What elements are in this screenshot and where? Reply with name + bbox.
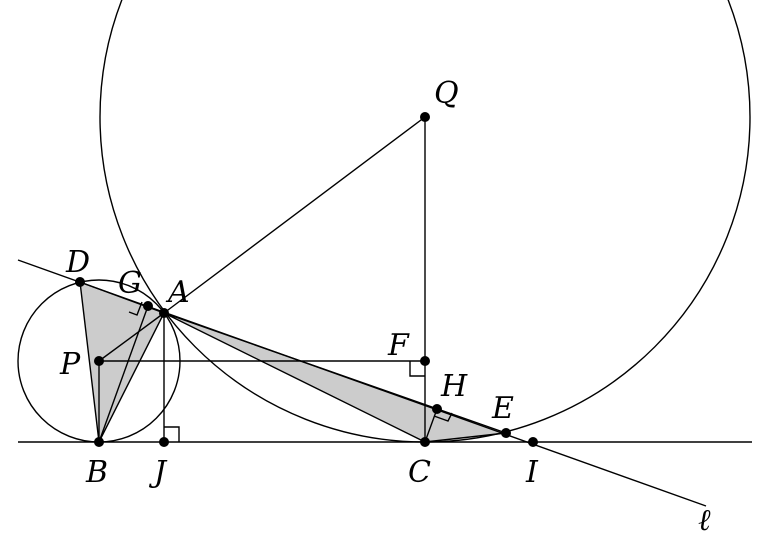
point-C bbox=[420, 437, 430, 447]
point-G bbox=[143, 301, 153, 311]
label-C: C bbox=[408, 455, 431, 490]
label-F: F bbox=[387, 328, 410, 363]
label-J: J bbox=[148, 455, 168, 490]
segment-PA bbox=[98, 312, 165, 362]
point-H bbox=[432, 404, 442, 414]
right-angle-mark-F bbox=[409, 361, 425, 377]
point-J bbox=[159, 437, 169, 447]
point-Q bbox=[420, 112, 430, 122]
label-line-l: ℓ bbox=[698, 503, 711, 538]
segment-BG bbox=[98, 305, 149, 443]
point-I bbox=[528, 437, 538, 447]
segment-AQ bbox=[163, 116, 426, 314]
line-l bbox=[17, 259, 707, 507]
label-A: A bbox=[165, 275, 190, 310]
point-E bbox=[501, 428, 511, 438]
point-P bbox=[94, 356, 104, 366]
label-G: G bbox=[118, 266, 142, 301]
label-H: H bbox=[440, 369, 468, 404]
label-P: P bbox=[59, 347, 81, 382]
label-I: I bbox=[525, 455, 539, 490]
label-Q: Q bbox=[434, 76, 459, 111]
right-angle-mark-G bbox=[128, 301, 143, 316]
label-B: B bbox=[85, 455, 108, 490]
point-F bbox=[420, 356, 430, 366]
label-E: E bbox=[491, 391, 514, 426]
right-angle-mark-H bbox=[433, 412, 453, 422]
point-B bbox=[94, 437, 104, 447]
point-D bbox=[75, 277, 85, 287]
label-D: D bbox=[65, 245, 90, 280]
right-angle-mark-J bbox=[164, 426, 180, 442]
point-A bbox=[159, 308, 169, 318]
segment-CH bbox=[424, 408, 438, 443]
